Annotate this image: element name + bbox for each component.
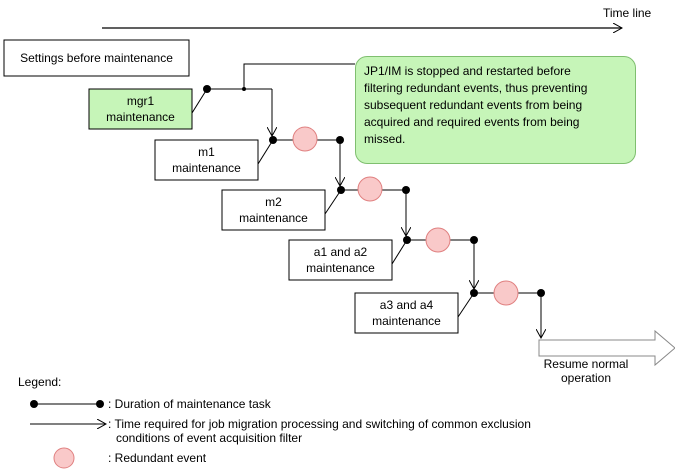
duration-dot-start-m2 [337, 186, 345, 194]
duration-dot-start-m1 [269, 136, 277, 144]
settings-label: Settings before maintenance [4, 50, 189, 66]
legend-migration-text-2: conditions of event acquisition filter [116, 431, 303, 445]
box-tail-a1a2 [391, 239, 408, 265]
step-line2: maintenance [106, 110, 175, 124]
legend-title: Legend: [18, 375, 62, 389]
step-line2: maintenance [239, 211, 308, 225]
redundant-event-1 [292, 126, 318, 152]
step-line1: a3 and a4 [379, 298, 434, 312]
legend-migration-text-1: : Time required for job migration proces… [108, 417, 531, 431]
callout-note: JP1/IM is stopped and restarted before f… [355, 56, 636, 164]
step-box-m1 [154, 139, 259, 181]
box-tail-m1 [257, 139, 274, 165]
callout-line: JP1/IM is stopped and restarted before [364, 64, 571, 78]
step-label-a1a2: a1 and a2 maintenance [289, 244, 392, 276]
callout-line: filtering redundant events, thus prevent… [364, 81, 588, 95]
redundant-event-4 [493, 280, 519, 306]
duration-dot-start-a1a2 [403, 236, 411, 244]
timeline-label: Time line [603, 6, 652, 20]
legend-duration-dot-end [96, 400, 104, 408]
box-tail-m2 [324, 189, 342, 215]
legend-duration-dot-start [30, 400, 38, 408]
step-label-a3a4: a3 and a4 maintenance [355, 297, 458, 329]
resume-line1: Resume normal [543, 357, 629, 371]
step-line2: maintenance [306, 261, 375, 275]
legend-duration-text: : Duration of maintenance task [108, 397, 271, 411]
redundant-event-3 [425, 227, 451, 253]
legend-redundant-circle [53, 447, 75, 469]
step-box-a3a4 [354, 292, 459, 334]
callout-connector [243, 63, 355, 89]
step-line1: a1 and a2 [313, 245, 368, 259]
step-box-a1a2 [288, 239, 393, 281]
box-tail-mgr1 [191, 88, 208, 114]
redundant-event-2 [357, 176, 383, 202]
step-line1: mgr1 [126, 94, 155, 108]
step-line2: maintenance [372, 314, 441, 328]
step-label-m2: m2 maintenance [222, 194, 325, 226]
resume-line2: operation [560, 371, 612, 385]
settings-text: Settings before maintenance [20, 51, 173, 65]
callout-line: acquired and required events from being [364, 115, 580, 129]
legend-redundant-text: : Redundant event [108, 451, 207, 465]
callout-line: missed. [364, 132, 406, 146]
step-label-mgr1: mgr1 maintenance [89, 93, 192, 125]
duration-dot-start-mgr1 [203, 85, 211, 93]
duration-dot-start-a3a4 [470, 289, 478, 297]
step-label-m1: m1 maintenance [155, 144, 258, 176]
step-line1: m1 [198, 145, 215, 159]
box-tail-a3a4 [457, 292, 475, 318]
step-box-m2 [221, 189, 326, 231]
step-line2: maintenance [172, 161, 241, 175]
settings-box [3, 39, 190, 77]
resume-label: Resume normal operation [541, 357, 631, 385]
resume-block-arrow [538, 329, 675, 367]
step-line1: m2 [265, 195, 282, 209]
callout-line: subsequent redundant events from being [364, 98, 583, 112]
step-box-mgr1 [88, 88, 193, 130]
